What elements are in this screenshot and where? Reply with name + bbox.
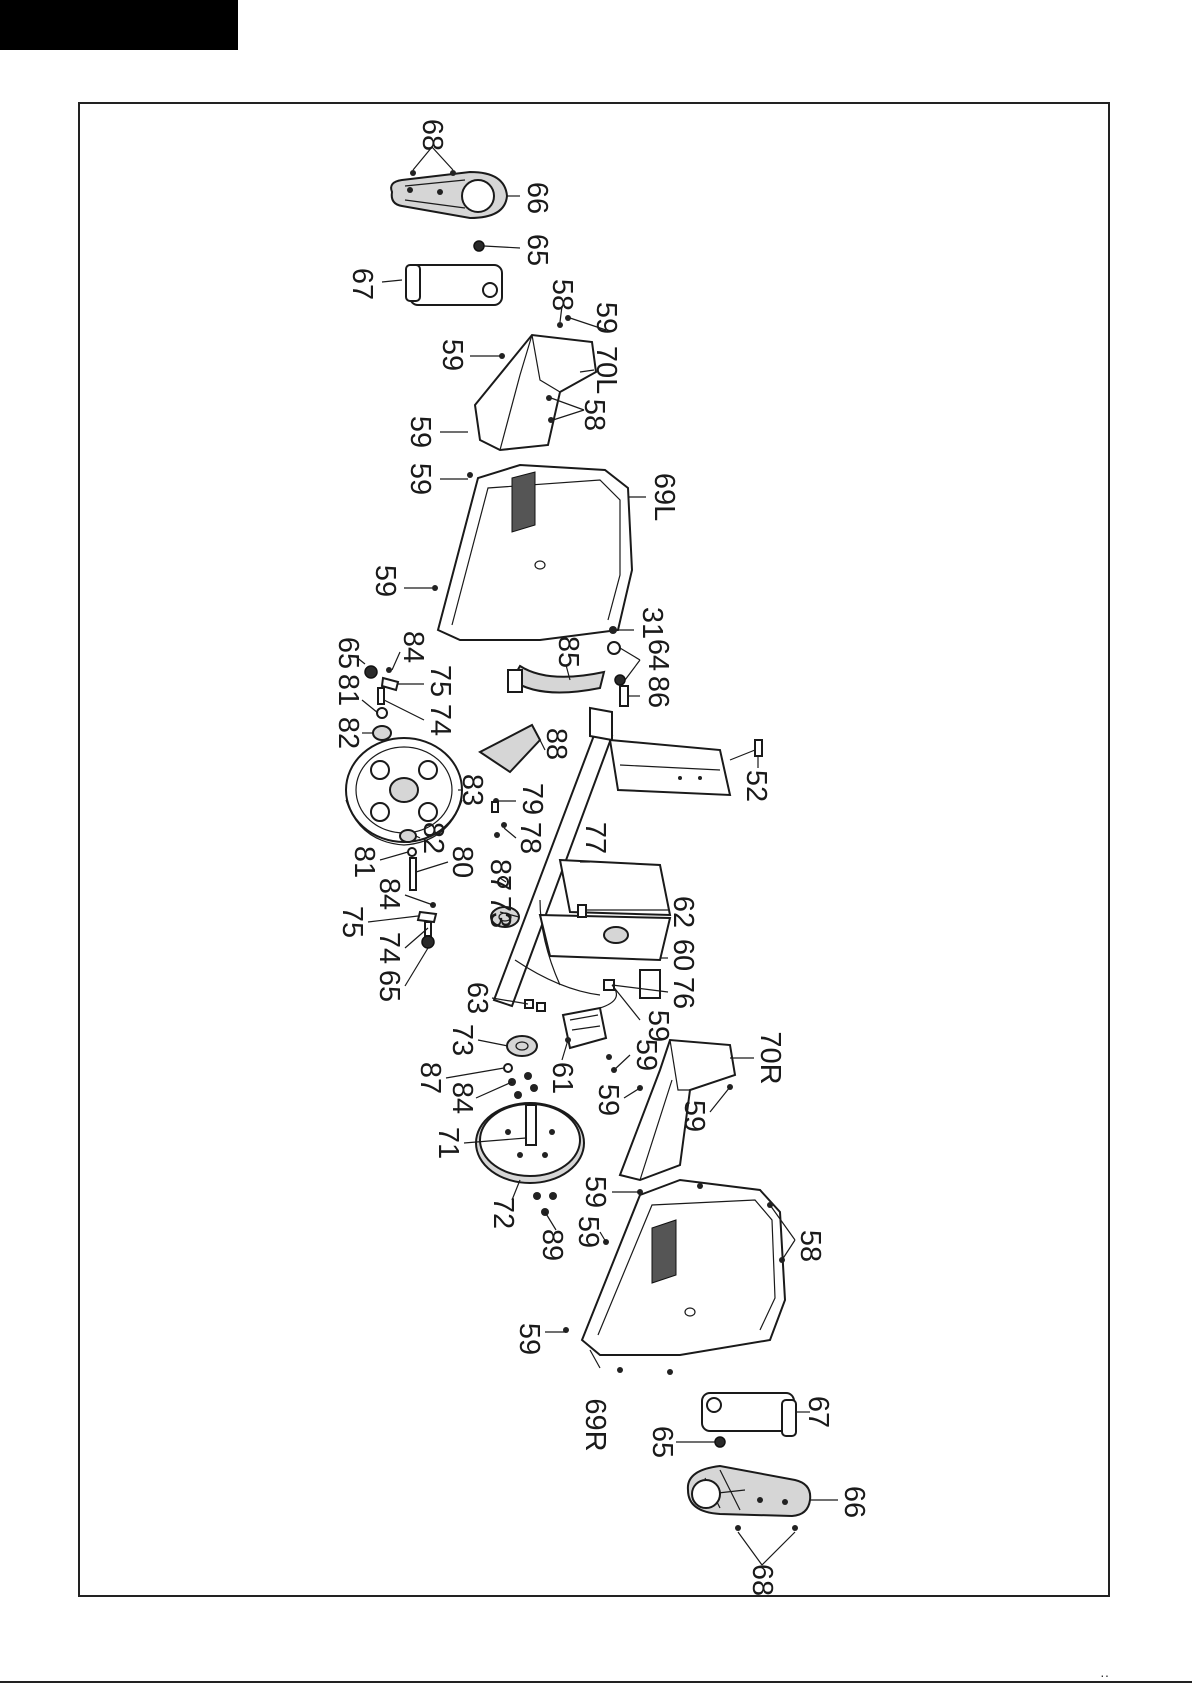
part-label-l60: 60 (667, 939, 699, 971)
part-label-l74a: 74 (424, 704, 456, 736)
left-upper-cover (475, 315, 596, 450)
flywheel-fasteners-top (365, 666, 398, 740)
part-label-l59a: 59 (590, 302, 622, 334)
part-label-l65d: 65 (646, 1426, 678, 1458)
drive-belt (480, 725, 540, 772)
part-label-l59k: 59 (572, 1216, 604, 1248)
part-label-l78: 78 (514, 822, 546, 854)
part-label-l67b: 67 (802, 1396, 834, 1428)
part-label-l59i: 59 (678, 1100, 710, 1132)
part-label-l59j: 59 (579, 1176, 611, 1208)
left-shroud (432, 465, 632, 640)
pulley-bottom (504, 1036, 538, 1099)
part-label-l52: 52 (740, 770, 772, 802)
part-label-l74b: 74 (373, 932, 405, 964)
part-label-l59e: 59 (369, 565, 401, 597)
part-label-l70R: 70R (754, 1031, 786, 1084)
part-label-l31: 31 (636, 607, 668, 639)
part-label-l73a: 73 (484, 896, 516, 928)
part-label-l58c: 58 (794, 1230, 826, 1262)
part-label-l84b: 84 (373, 878, 405, 910)
left-crank-arm (406, 265, 502, 305)
right-crank-arm (702, 1393, 796, 1436)
part-label-l66a: 66 (521, 182, 553, 214)
part-label-l67a: 67 (346, 268, 378, 300)
right-pedal (688, 1466, 810, 1516)
part-label-l69R: 69R (579, 1398, 611, 1451)
part-label-l68b: 68 (746, 1564, 778, 1596)
part-label-l61: 61 (546, 1062, 578, 1094)
part-label-l75a: 75 (424, 665, 456, 697)
part-label-l59f: 59 (642, 1010, 674, 1042)
part-label-l85: 85 (552, 636, 584, 668)
part-label-l58a: 58 (546, 279, 578, 311)
part-label-l73b: 73 (446, 1024, 478, 1056)
part-label-l59h: 59 (592, 1084, 624, 1116)
part-label-l66b: 66 (838, 1486, 870, 1518)
crank-pulley (476, 1103, 584, 1183)
part-label-l87a: 87 (484, 859, 516, 891)
part-label-l71: 71 (432, 1127, 464, 1159)
part-label-l76: 76 (667, 977, 699, 1009)
part-label-l65b: 65 (332, 637, 364, 669)
part-label-l68a: 68 (416, 119, 448, 151)
part-label-l62: 62 (667, 896, 699, 928)
part-label-l83: 83 (456, 774, 488, 806)
part-label-l59d: 59 (404, 463, 436, 495)
part-label-l69L: 69L (648, 473, 680, 521)
part-label-l59g: 59 (630, 1039, 662, 1071)
part-label-l81b: 81 (348, 846, 380, 878)
right-shroud (563, 1180, 785, 1375)
part-label-l58b: 58 (578, 399, 610, 431)
part-label-l59l: 59 (513, 1323, 545, 1355)
part-label-l70L: 70L (590, 346, 622, 394)
part-label-l77: 77 (579, 822, 611, 854)
part-label-l80: 80 (446, 846, 478, 878)
part-label-l79: 79 (516, 783, 548, 815)
part-label-l64: 64 (642, 639, 674, 671)
part-label-l59c: 59 (404, 416, 436, 448)
right-crank-cap (715, 1437, 725, 1447)
washers (608, 642, 625, 685)
brake-bolt (620, 686, 628, 706)
controller-unit (563, 985, 616, 1048)
part-label-l82b: 82 (417, 822, 449, 854)
part-label-l87b: 87 (414, 1062, 446, 1094)
part-label-l65c: 65 (373, 970, 405, 1002)
brake-arc (508, 666, 604, 693)
part-label-l75b: 75 (336, 906, 368, 938)
part-label-l72: 72 (487, 1197, 519, 1229)
part-label-l84a: 84 (397, 631, 429, 663)
left-crank-cap (474, 241, 484, 251)
part-label-l89: 89 (536, 1229, 568, 1261)
part-label-l65a: 65 (521, 234, 553, 266)
pedal-screws-bottom (735, 1525, 798, 1531)
right-upper-cover (606, 1040, 735, 1180)
magnet (609, 626, 617, 634)
part-label-l86: 86 (642, 676, 674, 708)
part-label-l84c: 84 (446, 1082, 478, 1114)
part-label-l81a: 81 (332, 674, 364, 706)
part-label-l63: 63 (461, 982, 493, 1014)
part-label-l82a: 82 (332, 717, 364, 749)
left-pedal (391, 172, 507, 218)
part-label-l88: 88 (540, 728, 572, 760)
main-frame (494, 708, 762, 1006)
part-label-l59b: 59 (436, 339, 468, 371)
